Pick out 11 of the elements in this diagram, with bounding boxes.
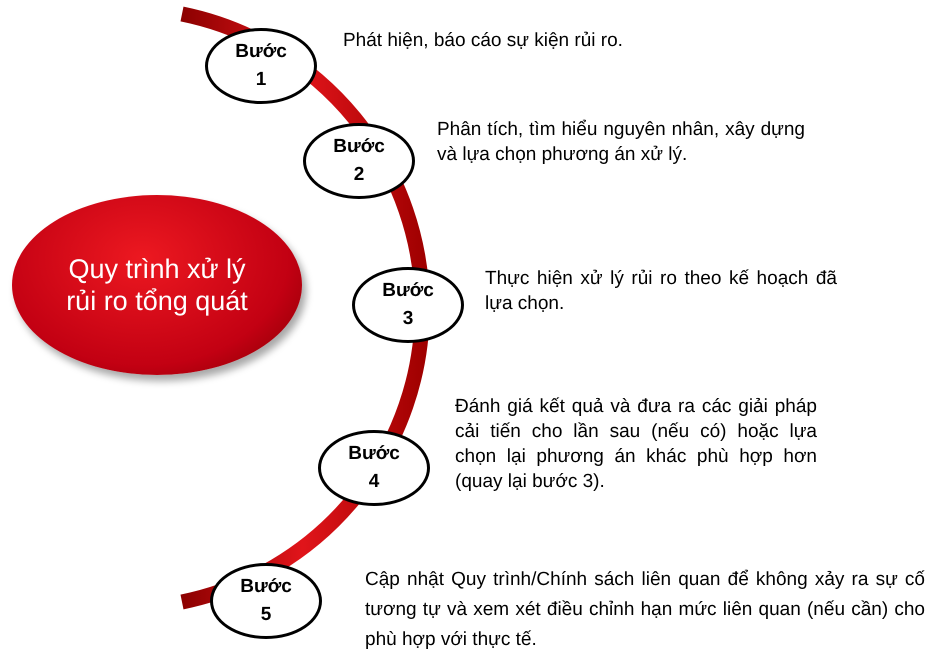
step-description: Đánh giá kết quả và đưa ra các giải pháp cải tiến cho lần sau (nếu có) hoặc lựa chọn lại phương án khác phù hợp hơn (quay lại bước 3). [455,395,817,494]
step-label: Bước 4 [347,442,401,494]
step-label: Bước 1 [234,40,288,92]
step-label: Bước 3 [381,279,435,331]
step-description: Thực hiện xử lý rủi ro theo kế hoạch đã lựa chọn. [485,267,837,316]
step-description: Phân tích, tìm hiểu nguyên nhân, xây dựng và lựa chọn phương án xử lý. [437,118,805,167]
step-description: Cập nhật Quy trình/Chính sách liên quan để không xảy ra sự cố tương tự và xem xét điều chỉnh hạn mức liên quan (nếu cần) cho phù hợp với thực tế. [365,568,925,652]
title-text: Quy trình xử lý rủi ro tổng quát [65,252,249,318]
step-label: Bước 5 [239,575,293,627]
step-label: Bước 2 [332,135,386,187]
step-description: Phát hiện, báo cáo sự kiện rủi ro. [343,29,624,53]
